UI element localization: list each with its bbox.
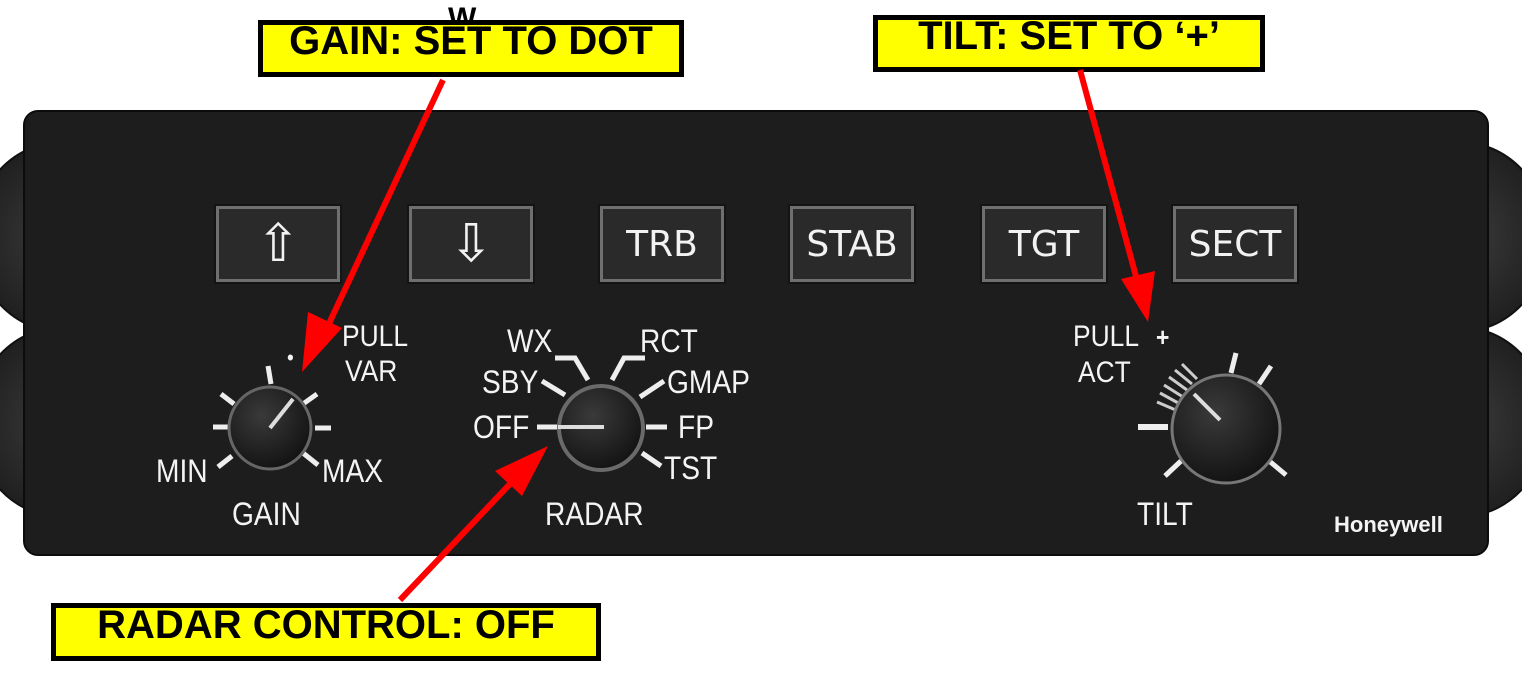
down-arrow-icon: ⇩ xyxy=(449,214,493,274)
gain-label: GAIN xyxy=(232,496,301,532)
radar-rct-label: RCT xyxy=(640,323,698,359)
stab-button[interactable]: STAB xyxy=(788,204,916,284)
callout-gain: GAIN: SET TO DOT xyxy=(258,20,684,77)
tgt-button[interactable]: TGT xyxy=(980,204,1108,284)
range-down-button[interactable]: ⇩ xyxy=(407,204,535,284)
tilt-knob-pointer xyxy=(1192,392,1222,422)
gain-var-label: VAR xyxy=(345,355,398,388)
arrow-radar xyxy=(397,446,548,603)
arrow-tilt xyxy=(1077,69,1155,322)
callout-radar-text: RADAR CONTROL: OFF xyxy=(97,603,555,647)
gain-dot: • xyxy=(287,345,294,370)
radar-knob[interactable] xyxy=(537,355,667,472)
tilt-plus-mark: + xyxy=(1156,322,1170,352)
callout-gain-text: GAIN: SET TO DOT xyxy=(289,20,653,63)
radar-off-label: OFF xyxy=(473,409,530,445)
radar-tst-label: TST xyxy=(664,450,718,486)
radar-fp-label: FP xyxy=(678,409,714,445)
trb-button[interactable]: TRB xyxy=(598,204,726,284)
gain-knob[interactable] xyxy=(213,365,331,471)
up-arrow-icon: ⇧ xyxy=(256,214,300,274)
tilt-knob[interactable] xyxy=(1138,352,1288,485)
arrow-gain xyxy=(302,78,446,372)
radar-wx-label: WX xyxy=(507,323,553,359)
radar-label: RADAR xyxy=(545,496,644,532)
callout-radar: RADAR CONTROL: OFF xyxy=(51,603,601,661)
sect-button[interactable]: SECT xyxy=(1171,204,1299,284)
gain-min-label: MIN xyxy=(156,453,208,489)
panel-face xyxy=(23,110,1489,556)
callout-tilt-text: TILT: SET TO ‘+’ xyxy=(918,15,1220,58)
callout-tilt: TILT: SET TO ‘+’ xyxy=(873,15,1265,72)
range-up-button[interactable]: ⇧ xyxy=(214,204,342,284)
honeywell-logo: Honeywell xyxy=(1334,512,1443,537)
gain-max-label: MAX xyxy=(322,453,384,489)
gain-pull-label: PULL xyxy=(342,320,409,353)
tilt-label: TILT xyxy=(1137,496,1193,532)
gain-knob-pointer xyxy=(268,397,295,430)
tilt-pull-label: PULL xyxy=(1073,320,1140,353)
radar-gmap-label: GMAP xyxy=(667,364,750,400)
tilt-act-label: ACT xyxy=(1078,356,1131,389)
radar-sby-label: SBY xyxy=(482,364,539,400)
